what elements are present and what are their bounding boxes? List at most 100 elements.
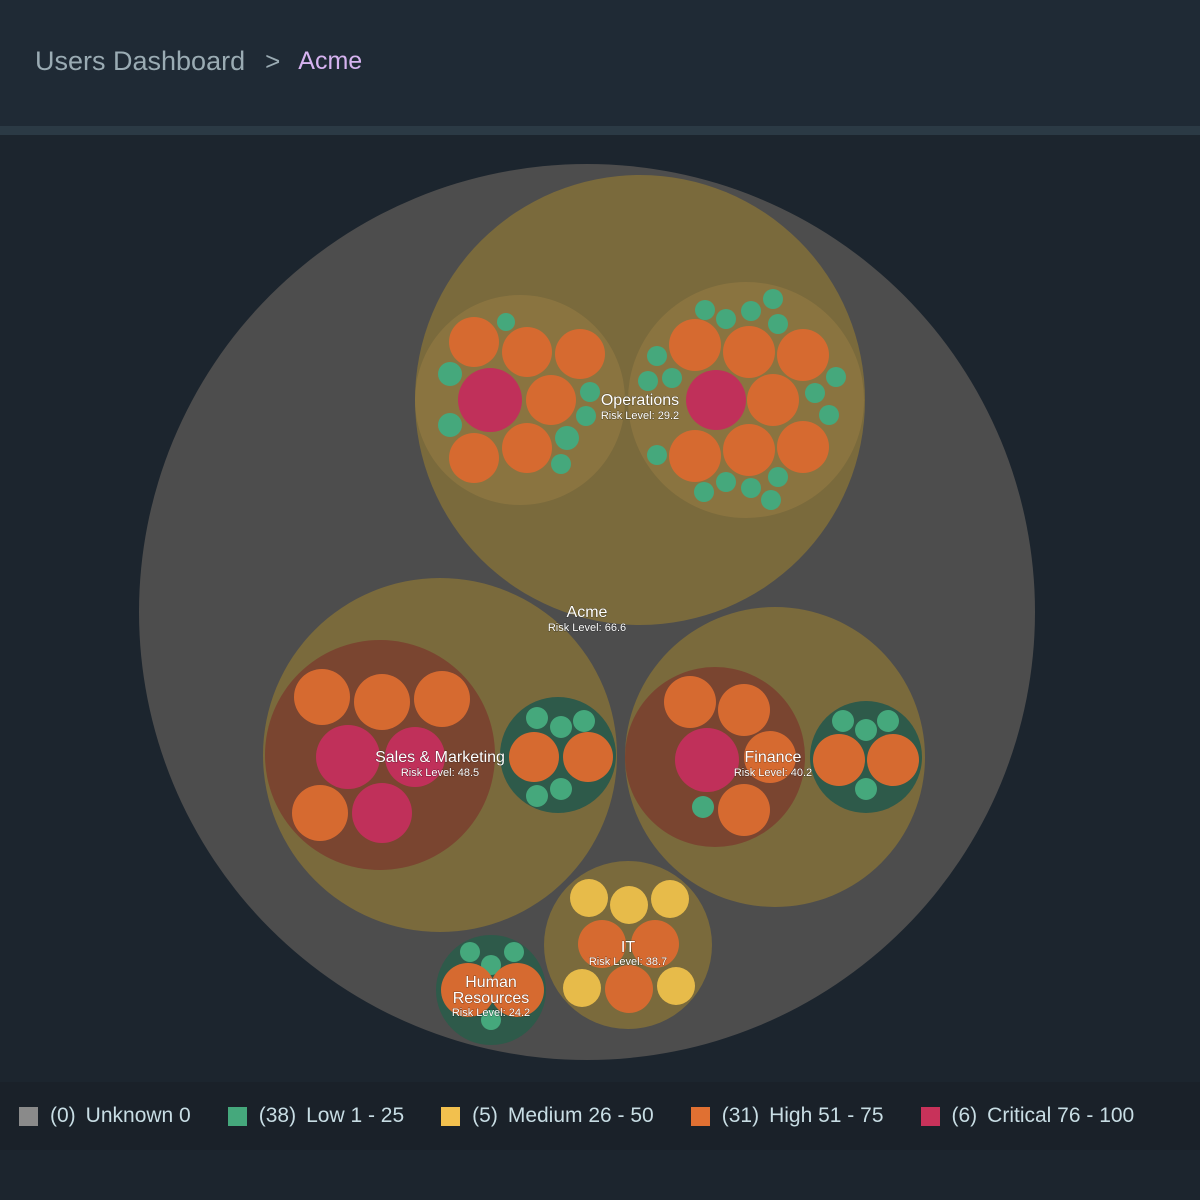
- label-human-resources-line2: Resources: [453, 990, 529, 1007]
- user-node-low[interactable]: [716, 309, 736, 329]
- legend-label: Unknown 0: [85, 1104, 191, 1127]
- user-node-low[interactable]: [580, 382, 600, 402]
- user-node-low[interactable]: [497, 313, 515, 331]
- user-node-critical[interactable]: [352, 783, 412, 843]
- user-node-medium[interactable]: [610, 886, 648, 924]
- user-node-high[interactable]: [502, 327, 552, 377]
- user-node-high[interactable]: [664, 676, 716, 728]
- user-node-low[interactable]: [761, 490, 781, 510]
- user-node-low[interactable]: [855, 719, 877, 741]
- user-node-low[interactable]: [504, 942, 524, 962]
- label-operations: Operations: [601, 392, 679, 409]
- user-node-high[interactable]: [563, 732, 613, 782]
- risk-finance: Risk Level: 40.2: [734, 767, 812, 779]
- user-node-low[interactable]: [555, 426, 579, 450]
- header: Users Dashboard > Acme: [0, 0, 1200, 126]
- legend-item-critical[interactable]: (6)Critical 76 - 100: [920, 1104, 1134, 1128]
- user-node-high[interactable]: [578, 920, 626, 968]
- user-node-low[interactable]: [832, 710, 854, 732]
- user-node-low[interactable]: [526, 785, 548, 807]
- user-node-low[interactable]: [647, 346, 667, 366]
- user-node-low[interactable]: [550, 716, 572, 738]
- user-node-medium[interactable]: [570, 879, 608, 917]
- user-node-high[interactable]: [723, 424, 775, 476]
- user-node-high[interactable]: [555, 329, 605, 379]
- legend-swatch: [690, 1106, 710, 1126]
- label-it: IT: [621, 939, 635, 956]
- user-node-high[interactable]: [449, 317, 499, 367]
- user-node-high[interactable]: [669, 430, 721, 482]
- legend-swatch: [19, 1106, 38, 1126]
- user-node-high[interactable]: [718, 684, 770, 736]
- user-node-critical[interactable]: [316, 725, 380, 789]
- user-node-high[interactable]: [777, 329, 829, 381]
- user-node-low[interactable]: [460, 942, 480, 962]
- risk-human-resources: Risk Level: 24.2: [452, 1007, 530, 1019]
- user-node-high[interactable]: [354, 674, 410, 730]
- user-node-high[interactable]: [867, 734, 919, 786]
- legend-count: (31): [721, 1104, 760, 1127]
- user-node-low[interactable]: [438, 362, 462, 386]
- user-node-low[interactable]: [716, 472, 736, 492]
- user-node-high[interactable]: [813, 734, 865, 786]
- user-node-low[interactable]: [694, 482, 714, 502]
- legend-item-high[interactable]: (31) High 51 - 75: [690, 1104, 884, 1128]
- user-node-medium[interactable]: [563, 969, 601, 1007]
- breadcrumb-users-dashboard[interactable]: Users Dashboard: [35, 46, 246, 76]
- user-node-high[interactable]: [292, 785, 348, 841]
- user-node-low[interactable]: [551, 454, 571, 474]
- user-node-low[interactable]: [855, 778, 877, 800]
- user-node-low[interactable]: [638, 371, 658, 391]
- user-node-critical[interactable]: [458, 368, 522, 432]
- legend-item-medium[interactable]: (5)Medium 26 - 50: [441, 1104, 654, 1128]
- user-node-low[interactable]: [573, 710, 595, 732]
- user-node-high[interactable]: [747, 374, 799, 426]
- user-node-low[interactable]: [805, 383, 825, 403]
- user-node-low[interactable]: [692, 796, 714, 818]
- legend-item-unknown[interactable]: (0)Unknown 0: [19, 1104, 191, 1128]
- user-node-low[interactable]: [550, 778, 572, 800]
- user-node-low[interactable]: [576, 406, 596, 426]
- user-node-low[interactable]: [741, 301, 761, 321]
- risk-operations: Risk Level: 29.2: [601, 410, 679, 422]
- legend-label: Low 1 - 25: [306, 1104, 405, 1127]
- user-node-high[interactable]: [605, 965, 653, 1013]
- user-node-critical[interactable]: [675, 728, 739, 792]
- user-node-critical[interactable]: [686, 370, 746, 430]
- user-node-medium[interactable]: [651, 880, 689, 918]
- user-node-low[interactable]: [481, 1010, 501, 1030]
- label-acme: Acme: [567, 604, 608, 621]
- user-node-medium[interactable]: [657, 967, 695, 1005]
- user-node-low[interactable]: [741, 478, 761, 498]
- user-node-low[interactable]: [768, 467, 788, 487]
- user-node-high[interactable]: [502, 423, 552, 473]
- user-node-high[interactable]: [669, 319, 721, 371]
- user-node-high[interactable]: [631, 920, 679, 968]
- user-node-high[interactable]: [449, 433, 499, 483]
- legend-swatch: [227, 1106, 247, 1126]
- user-node-high[interactable]: [490, 963, 544, 1017]
- user-node-low[interactable]: [695, 300, 715, 320]
- legend-label: High 51 - 75: [769, 1104, 884, 1127]
- user-node-low[interactable]: [826, 367, 846, 387]
- user-node-high[interactable]: [526, 375, 576, 425]
- user-node-critical[interactable]: [385, 727, 445, 787]
- user-node-high[interactable]: [294, 669, 350, 725]
- user-node-low[interactable]: [877, 710, 899, 732]
- user-node-low[interactable]: [647, 445, 667, 465]
- user-node-high[interactable]: [441, 963, 495, 1017]
- user-node-low[interactable]: [819, 405, 839, 425]
- user-node-low[interactable]: [662, 368, 682, 388]
- user-node-high[interactable]: [718, 784, 770, 836]
- user-node-low[interactable]: [438, 413, 462, 437]
- user-node-high[interactable]: [744, 731, 796, 783]
- user-node-high[interactable]: [414, 671, 470, 727]
- user-node-low[interactable]: [768, 314, 788, 334]
- user-node-high[interactable]: [509, 732, 559, 782]
- user-node-high[interactable]: [723, 326, 775, 378]
- user-node-low[interactable]: [763, 289, 783, 309]
- user-node-high[interactable]: [777, 421, 829, 473]
- user-node-low[interactable]: [526, 707, 548, 729]
- legend-item-low[interactable]: (38)Low 1 - 25: [227, 1104, 405, 1128]
- breadcrumb: Users Dashboard > Acme: [35, 46, 362, 77]
